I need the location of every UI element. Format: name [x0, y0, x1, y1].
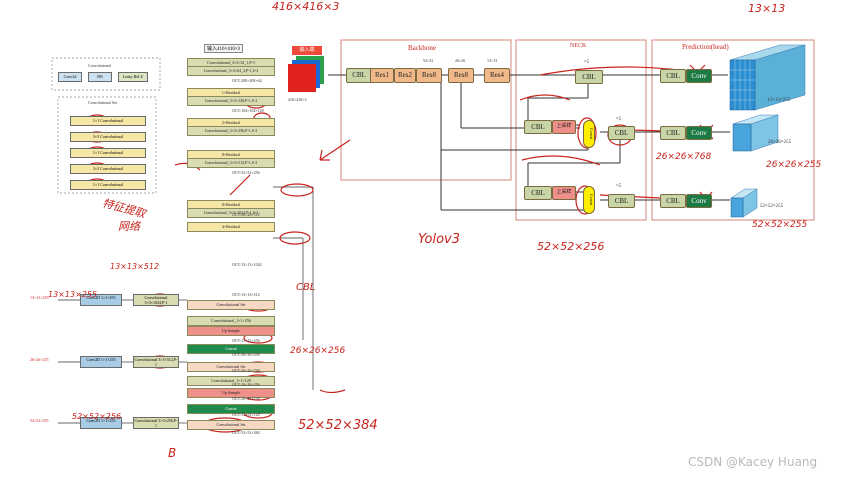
hw-net: 网络: [118, 220, 140, 233]
neck-cbl-2: CBL: [524, 120, 552, 134]
legend-leaky: Leaky ReLU: [118, 72, 148, 82]
backbone-size-52: 52×52: [423, 58, 434, 63]
legend-cbl-title: Convolutional: [88, 63, 111, 68]
output-label: OUT:26×26×256: [232, 352, 260, 357]
input-label: 输入416×416×3: [204, 44, 244, 53]
backbone-res2: Res2: [394, 68, 416, 83]
output-label: OUT:26×26×512: [232, 212, 260, 217]
backbone-cbl: CBL: [346, 68, 372, 83]
neck-upsample-2: 上采样: [552, 186, 576, 200]
hw-top-13: 13×13: [748, 2, 786, 15]
legend-bn: BN: [88, 72, 112, 82]
neck-cbl-4: CBL: [524, 186, 552, 200]
output-label: OUT:52×52×128: [232, 412, 260, 417]
backbone-res1: Res1: [370, 68, 394, 83]
output-label: OUT:52×52×256: [232, 170, 260, 175]
layer-row: Convolutional_3×3×256,P-1,S-2: [187, 126, 275, 136]
hw-cbl: CBL: [296, 282, 316, 293]
hw-yolo: Yolov3: [418, 232, 460, 247]
neck-repeat-1: ×5: [584, 60, 590, 65]
layer-row: Convolutional Set: [187, 362, 275, 372]
layer-row: Convolutional Set: [187, 420, 275, 430]
layer-row: Convolutional Set: [187, 300, 275, 310]
watermark: CSDN @Kacey Huang: [688, 455, 818, 469]
pred-conv-1: Conv: [686, 69, 712, 83]
neck-concat-2: Concat: [583, 186, 595, 214]
hw-top-416: 416×416×3: [272, 0, 340, 13]
backbone-size-13: 13×13: [487, 58, 498, 63]
head-size-label: 13×13×255: [30, 295, 49, 300]
head-size-label: 52×52×255: [30, 418, 49, 423]
legend-set-item: 3×3 Convolutional: [70, 164, 146, 174]
pred-cbl-2: CBL: [660, 126, 686, 140]
neck-repeat-3: ×5: [616, 184, 622, 189]
pred-conv-3: Conv: [686, 194, 712, 208]
layer-row: Up Sample: [187, 388, 275, 398]
hw-n52d: 52×52×256: [72, 412, 122, 421]
neck-title: NECK: [570, 43, 587, 49]
layer-row: Convolutional_3×3×128,P-1,S-2: [187, 96, 275, 106]
layer-row: 4×Residual: [187, 222, 275, 232]
legend-set-title: Convolutional Set: [88, 100, 117, 105]
neck-upsample-1: 上采样: [552, 120, 576, 134]
pred-size-52: 52×52×255: [760, 204, 784, 209]
pred-size-13: 13×13×255: [767, 98, 791, 103]
layer-row: Convolutional_3×3×512,P-1,S-2: [187, 158, 275, 168]
backbone-res4: Res4: [484, 68, 510, 83]
hw-n13: 13×13×255: [48, 290, 98, 299]
pred-conv-2: Conv: [686, 126, 712, 140]
head-conv2d: Conv2D 1×1×255: [80, 356, 122, 368]
head-conv: Convolutional 3×3×1024,P-1: [133, 294, 179, 306]
layer-row: Concat: [187, 404, 275, 414]
output-label: OUT:208×208×64: [232, 78, 262, 83]
legend-conv2d: Conv2d: [58, 72, 82, 82]
input-block-size: 416×416×3: [288, 97, 307, 102]
head-conv: Convolutional 3×3×512,P-1: [133, 356, 179, 368]
neck-concat-1: Concat: [583, 120, 595, 148]
output-label: OUT:26×26×768: [232, 368, 260, 373]
hw-B: B: [168, 446, 177, 460]
hw-n26: 26×26×768: [656, 152, 712, 162]
neck-repeat-2: ×5: [616, 117, 622, 122]
legend-set-item: 1×1 Convolutional: [70, 116, 146, 126]
pred-size-26: 26×26×255: [768, 140, 792, 145]
output-label: OUT:26×26×256: [232, 382, 260, 387]
neck-cbl-1: CBL: [575, 70, 603, 84]
layer-row: Convolutional_3×3×64_2,P-1,S-2: [187, 66, 275, 76]
backbone-res8b: Res8: [448, 68, 474, 83]
head-conv: Convolutional 3×3×256,P-1: [133, 417, 179, 429]
hw-n52: 52×52×256: [537, 240, 605, 253]
output-label: OUT:26×26×128: [232, 396, 260, 401]
neck-cbl-5: CBL: [608, 194, 635, 208]
legend-set-item: 1×1 Convolutional: [70, 148, 146, 158]
hw-n52b: 52×52×384: [298, 418, 378, 433]
hw-c26: 26×26×256: [290, 346, 346, 356]
legend-set-item: 1×1 Convolutional: [70, 180, 146, 190]
backbone-title: Backbone: [408, 44, 436, 52]
layer-row: Convolutional_3×3×1024,P-1,S-2: [187, 208, 275, 218]
output-label: OUT:52×52×384: [232, 430, 260, 435]
backbone-size-26: 26×26: [455, 58, 466, 63]
layer-row: Convolutional_1×1×128: [187, 376, 275, 386]
output-label: OUT:13×13×1024: [232, 262, 262, 267]
pred-cbl-1: CBL: [660, 69, 686, 83]
backbone-res8a: Res8: [416, 68, 442, 83]
head-size-label: 26×26×255: [30, 357, 49, 362]
layer-row: Concat: [187, 344, 275, 354]
layer-row: Up Sample: [187, 326, 275, 336]
pred-cbl-3: CBL: [660, 194, 686, 208]
layer-row: Convolutional_1×1×256: [187, 316, 275, 326]
hw-n52c: 52×52×255: [752, 220, 808, 230]
head-conv2d: Conv2D 1×1×255: [80, 294, 122, 306]
neck-cbl-3: CBL: [608, 126, 635, 140]
output-label: OUT:104×104×128: [232, 108, 264, 113]
output-label: OUT:13×13×512: [232, 292, 260, 297]
input-block-label: 输入端: [292, 46, 322, 55]
hw-n13b: 13×13×512: [110, 262, 160, 271]
head-conv2d: Conv2D 1×1×255: [80, 417, 122, 429]
legend-set-item: 3×3 Convolutional: [70, 132, 146, 142]
prediction-title: Prediction(head): [682, 43, 729, 51]
output-label: OUT:13×13×256: [232, 338, 260, 343]
hw-n26b: 26×26×255: [766, 160, 822, 170]
